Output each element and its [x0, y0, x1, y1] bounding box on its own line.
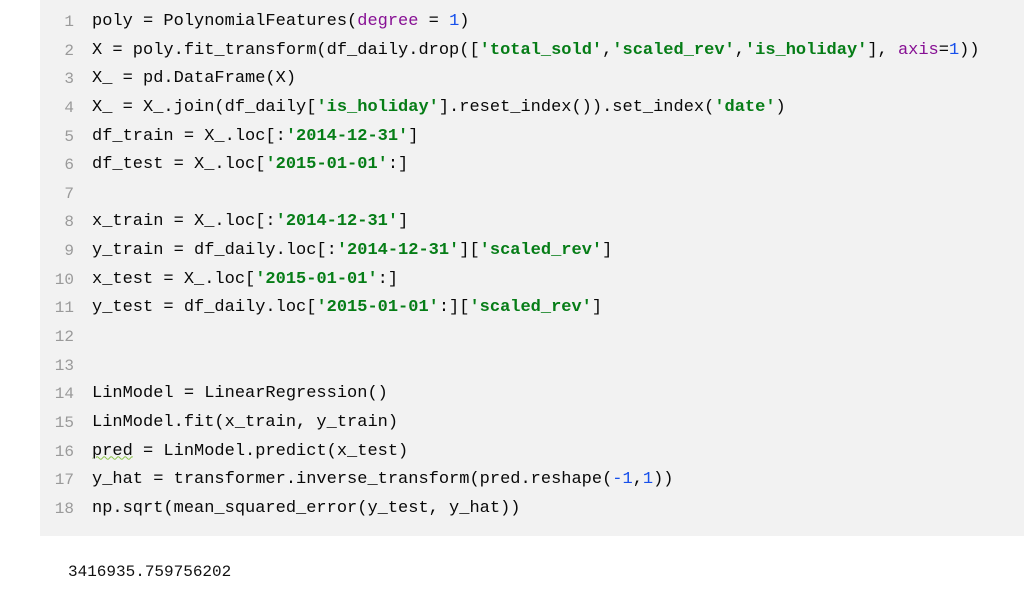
code-text: )	[775, 97, 786, 117]
code-text: y_hat = transformer.inverse_transform(pr…	[92, 470, 613, 490]
code-text: = LinModel.predict(x_test)	[132, 441, 409, 461]
code-text: np.sqrt(mean_squared_error(y_test, y_hat…	[92, 498, 521, 518]
string-literal: 'is_holiday'	[744, 40, 868, 60]
code-line: poly = PolynomialFeatures(degree = 1)	[92, 8, 980, 37]
code-line: x_test = X_.loc['2015-01-01':]	[92, 266, 980, 295]
line-number: 13	[54, 356, 74, 375]
code-editor[interactable]: poly = PolynomialFeatures(degree = 1)X =…	[92, 8, 980, 524]
code-line: x_train = X_.loc[:'2014-12-31']	[92, 208, 980, 237]
line-number: 10	[54, 270, 74, 289]
code-line: y_test = df_daily.loc['2015-01-01':]['sc…	[92, 294, 980, 323]
code-text: ]	[602, 241, 613, 261]
code-text: df_test = X_.loc[	[92, 155, 266, 175]
string-literal: 'total_sold'	[479, 40, 603, 60]
code-text: x_test = X_.loc[	[92, 269, 256, 289]
code-line: y_train = df_daily.loc[:'2014-12-31']['s…	[92, 237, 980, 266]
code-line: X = poly.fit_transform(df_daily.drop(['t…	[92, 37, 980, 66]
line-number: 1	[64, 13, 74, 31]
code-text: X_ = X_.join(df_daily[	[92, 97, 317, 117]
code-line: X_ = pd.DataFrame(X)	[92, 65, 980, 94]
code-line: df_train = X_.loc[:'2014-12-31']	[92, 123, 980, 152]
code-text: ]	[591, 298, 603, 318]
keyword-arg: axis	[897, 40, 939, 60]
string-literal: 'scaled_rev'	[479, 241, 603, 261]
code-text: LinModel.fit(x_train, y_train)	[92, 412, 399, 432]
string-literal: '2014-12-31'	[275, 212, 399, 232]
code-line: pred = LinModel.predict(x_test)	[92, 438, 980, 467]
keyword-arg: degree	[357, 12, 419, 31]
line-number: 12	[54, 328, 74, 347]
code-text: ,	[632, 470, 643, 490]
number-literal: 1	[449, 12, 460, 31]
code-text: =	[938, 40, 949, 60]
code-text: ,	[734, 40, 745, 60]
line-number: 5	[64, 127, 74, 146]
line-number: 4	[64, 98, 74, 117]
code-line: df_test = X_.loc['2015-01-01':]	[92, 151, 980, 180]
code-text: y_train = df_daily.loc[:	[92, 241, 337, 261]
code-text: )	[459, 12, 470, 31]
line-number: 2	[64, 41, 74, 60]
string-literal: '2015-01-01'	[316, 298, 439, 318]
string-literal: 'date'	[714, 97, 776, 117]
number-literal: -1	[612, 470, 633, 490]
string-literal: '2015-01-01'	[255, 269, 378, 289]
line-number: 18	[54, 499, 74, 518]
line-number: 3	[64, 70, 74, 89]
code-line: y_hat = transformer.inverse_transform(pr…	[92, 466, 980, 495]
line-number: 17	[54, 471, 74, 490]
code-line	[92, 180, 980, 209]
cell-output: 3416935.759756202	[68, 563, 232, 581]
code-text: y_test = df_daily.loc[	[92, 298, 317, 318]
code-text: :]	[387, 155, 409, 175]
string-literal: '2014-12-31'	[336, 241, 460, 261]
line-number: 11	[54, 299, 74, 318]
number-literal: 1	[948, 40, 960, 60]
code-line	[92, 352, 980, 381]
number-literal: 1	[642, 470, 654, 490]
code-text: :][	[438, 298, 470, 318]
code-text: x_train = X_.loc[:	[92, 212, 276, 232]
line-number: 15	[54, 413, 74, 432]
string-literal: 'is_holiday'	[316, 97, 439, 117]
code-text: ]	[408, 126, 419, 146]
string-literal: 'scaled_rev'	[469, 298, 592, 318]
code-text: :]	[377, 269, 399, 289]
code-text: =	[418, 12, 450, 31]
code-text: X_ = pd.DataFrame(X)	[92, 69, 297, 89]
warning-token: pred	[92, 441, 133, 461]
code-text: df_train = X_.loc[:	[92, 126, 286, 146]
code-text: ))	[959, 40, 980, 60]
code-text: LinModel = LinearRegression()	[92, 384, 388, 404]
code-text: X = poly.fit_transform(df_daily.drop([	[92, 40, 480, 60]
line-number: 6	[64, 156, 74, 175]
code-line: np.sqrt(mean_squared_error(y_test, y_hat…	[92, 495, 980, 524]
string-literal: '2015-01-01'	[265, 155, 388, 175]
line-number: 8	[64, 213, 74, 232]
code-text: ].reset_index()).set_index(	[438, 97, 715, 117]
code-line: LinModel.fit(x_train, y_train)	[92, 409, 980, 438]
code-text: ],	[867, 40, 898, 60]
string-literal: 'scaled_rev'	[612, 40, 735, 60]
code-text: poly = PolynomialFeatures(	[92, 12, 358, 31]
code-text: ][	[459, 241, 480, 261]
code-text: ,	[602, 40, 613, 60]
code-line: X_ = X_.join(df_daily['is_holiday'].rese…	[92, 94, 980, 123]
line-number: 7	[64, 184, 74, 203]
code-text: ]	[398, 212, 409, 232]
code-text: ))	[653, 470, 674, 490]
code-line: LinModel = LinearRegression()	[92, 380, 980, 409]
line-number: 9	[64, 242, 74, 261]
line-number: 14	[54, 385, 74, 404]
line-number: 16	[54, 442, 74, 461]
string-literal: '2014-12-31'	[285, 126, 409, 146]
code-line	[92, 323, 980, 352]
